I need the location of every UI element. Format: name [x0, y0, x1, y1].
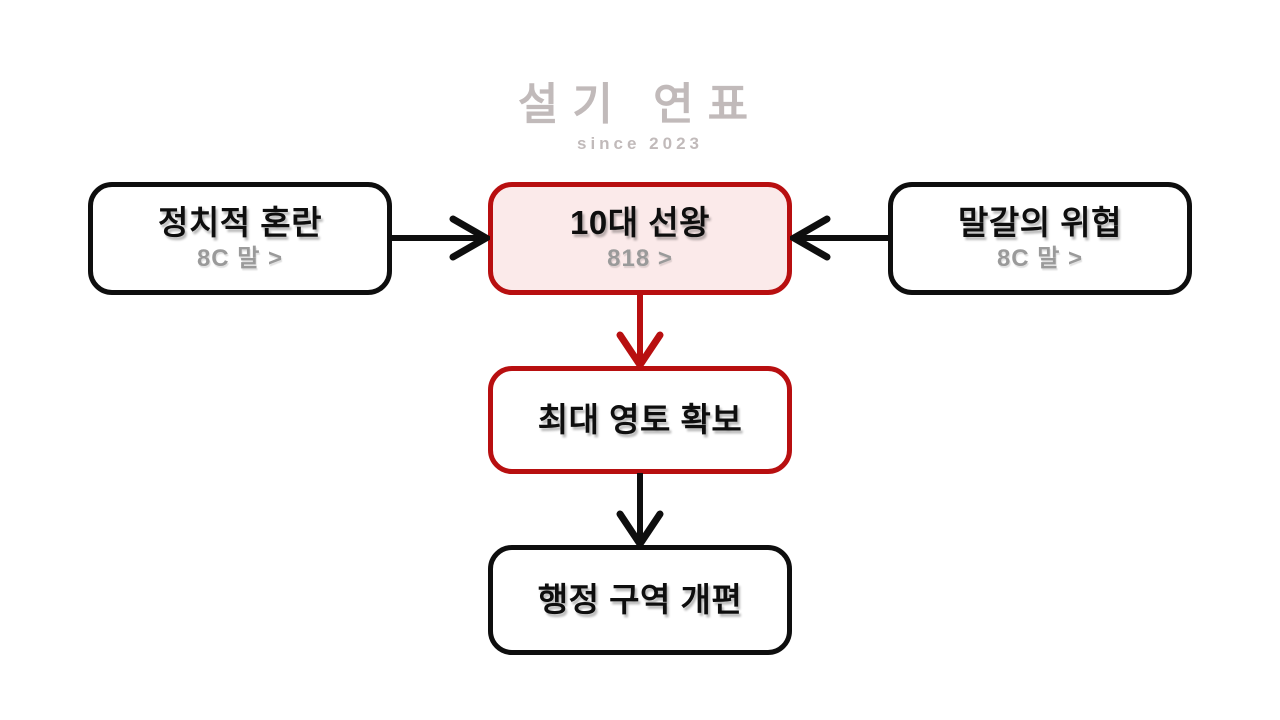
node-title: 말갈의 위협: [958, 204, 1122, 242]
arrow-left-to-center: [390, 212, 490, 264]
watermark-title: 설기 연표: [517, 80, 763, 129]
node-max-territory: 최대 영토 확보: [488, 366, 792, 474]
node-title: 10대 선왕: [570, 204, 710, 242]
node-subtitle: 8C 말 >: [196, 245, 284, 273]
node-title: 행정 구역 개편: [537, 581, 743, 619]
node-subtitle: 818 >: [607, 245, 673, 273]
node-political-turmoil: 정치적 혼란 8C 말 >: [88, 182, 392, 295]
node-subtitle: 8C 말 >: [996, 245, 1084, 273]
node-king-seon: 10대 선왕 818 >: [488, 182, 792, 295]
node-malgal-threat: 말갈의 위협 8C 말 >: [888, 182, 1192, 295]
arrow-center-to-middle: [614, 293, 666, 369]
node-title: 최대 영토 확보: [537, 401, 743, 439]
arrow-middle-to-bottom: [614, 472, 666, 548]
node-admin-reorg: 행정 구역 개편: [488, 545, 792, 655]
node-title: 정치적 혼란: [158, 204, 322, 242]
watermark: 설기 연표 since 2023: [0, 68, 1280, 154]
watermark-subtitle: since 2023: [576, 134, 703, 153]
arrow-right-to-center: [790, 212, 890, 264]
